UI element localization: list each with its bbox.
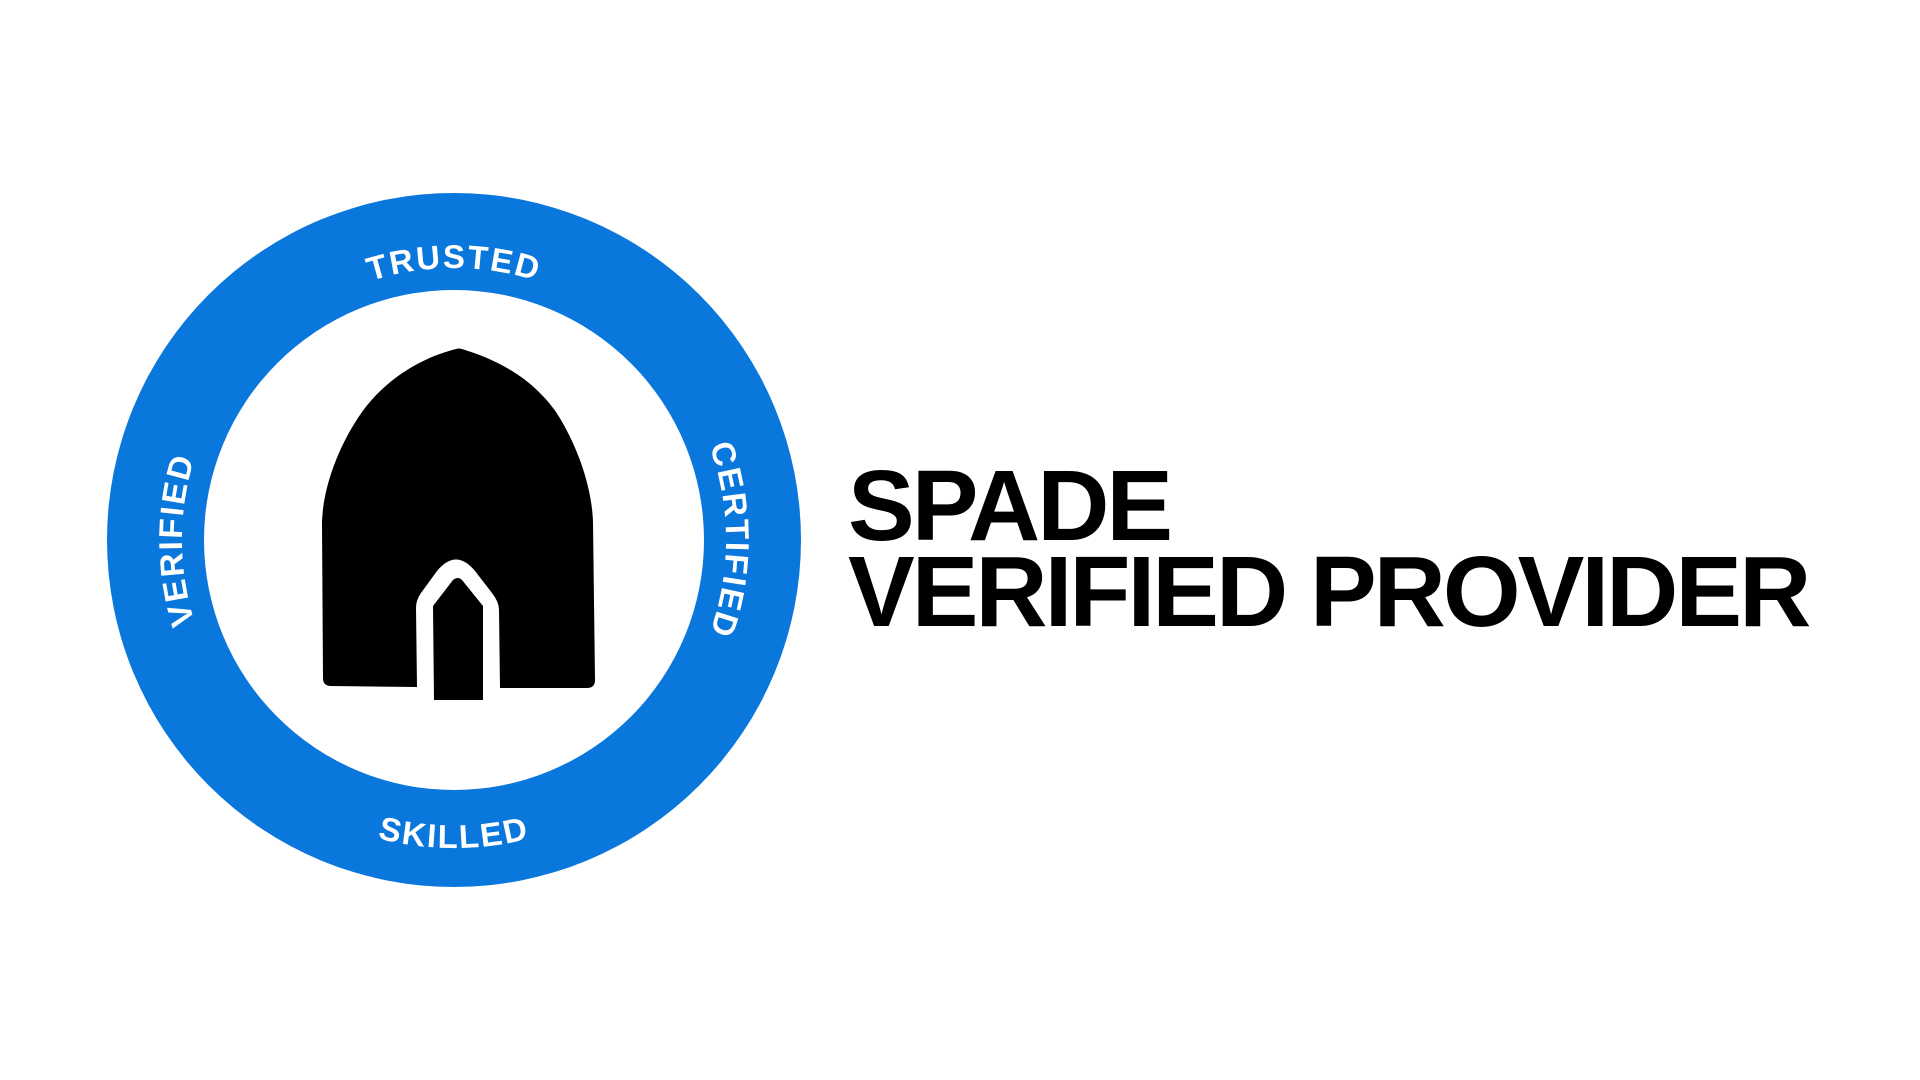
heading-brand: SPADE: [848, 450, 1173, 562]
heading-subtitle: VERIFIED PROVIDER: [848, 536, 1811, 648]
spade-shovel-icon: [322, 348, 595, 700]
